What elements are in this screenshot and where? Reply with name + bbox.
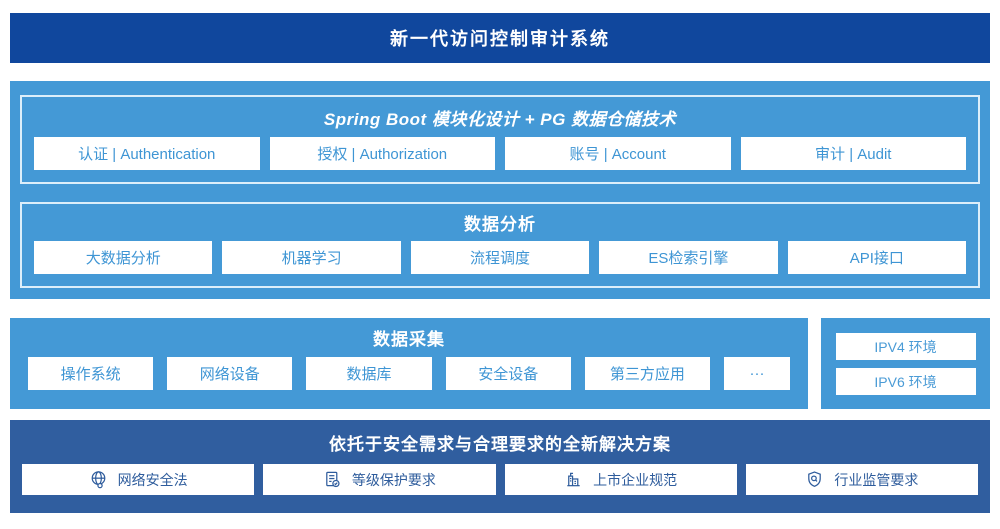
collection-box-security-device: 安全设备 — [445, 357, 571, 390]
collection-box-thirdparty: 第三方应用 — [584, 357, 711, 390]
building-icon — [564, 470, 583, 489]
solution-label: 行业监管要求 — [834, 471, 919, 488]
document-check-icon — [323, 470, 342, 489]
analysis-button-row: 大数据分析 机器学习 流程调度 ES检索引擎 API接口 — [22, 241, 978, 274]
collection-box-more: ··· — [724, 357, 791, 390]
solution-box-listed-company: 上市企业规范 — [504, 464, 737, 495]
shield-search-icon — [805, 470, 824, 489]
module-box-authorization: 授权 | Authorization — [269, 137, 495, 170]
analysis-panel: 数据分析 大数据分析 机器学习 流程调度 ES检索引擎 API接口 — [20, 202, 980, 288]
solution-section: 依托于安全需求与合理要求的全新解决方案 网络安全法 — [10, 420, 990, 513]
module-box-audit: 审计 | Audit — [740, 137, 966, 170]
collection-box-os: 操作系统 — [28, 357, 154, 390]
collection-box-database: 数据库 — [306, 357, 432, 390]
system-title-banner: 新一代访问控制审计系统 — [10, 13, 990, 63]
env-box-ipv4: IPV4 环境 — [835, 333, 976, 360]
solution-box-cybersecurity-law: 网络安全法 — [22, 464, 255, 495]
modules-panel-title: Spring Boot 模块化设计 + PG 数据仓储技术 — [323, 109, 677, 129]
collection-title: 数据采集 — [373, 330, 445, 349]
env-box-ipv6: IPV6 环境 — [835, 368, 976, 395]
modules-button-row: 认证 | Authentication 授权 | Authorization 账… — [22, 137, 978, 170]
solution-title: 依托于安全需求与合理要求的全新解决方案 — [329, 434, 671, 454]
collection-button-row: 操作系统 网络设备 数据库 安全设备 第三方应用 ··· — [10, 357, 808, 390]
analysis-panel-title: 数据分析 — [464, 215, 536, 234]
solution-label: 上市企业规范 — [593, 471, 678, 488]
solution-label: 网络安全法 — [117, 471, 188, 488]
analysis-box-api: API接口 — [787, 241, 967, 274]
analysis-box-ml: 机器学习 — [222, 241, 401, 274]
collection-section: 数据采集 操作系统 网络设备 数据库 安全设备 第三方应用 ··· — [10, 318, 808, 409]
solution-box-classified-protection: 等级保护要求 — [263, 464, 496, 495]
environments-section: IPV4 环境 IPV6 环境 — [821, 318, 990, 409]
solution-label: 等级保护要求 — [351, 471, 436, 488]
module-box-authentication: 认证 | Authentication — [34, 137, 260, 170]
solution-box-industry-regulation: 行业监管要求 — [745, 464, 978, 495]
modules-panel: Spring Boot 模块化设计 + PG 数据仓储技术 认证 | Authe… — [20, 95, 980, 184]
module-box-account: 账号 | Account — [505, 137, 731, 170]
collection-box-network-device: 网络设备 — [167, 357, 293, 390]
analysis-box-scheduling: 流程调度 — [410, 241, 590, 274]
platform-section: Spring Boot 模块化设计 + PG 数据仓储技术 认证 | Authe… — [10, 81, 990, 299]
analysis-box-bigdata: 大数据分析 — [34, 241, 213, 274]
system-title: 新一代访问控制审计系统 — [390, 29, 610, 49]
analysis-box-es: ES检索引擎 — [599, 241, 778, 274]
globe-icon — [89, 470, 108, 489]
solution-button-row: 网络安全法 等级保护要求 — [10, 464, 990, 495]
